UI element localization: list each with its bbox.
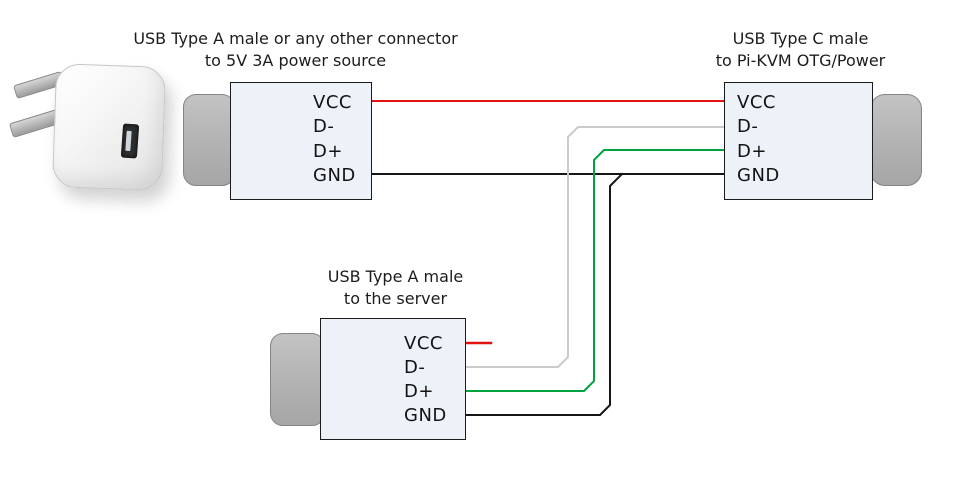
power-connector-title-line2: to 5V 3A power source bbox=[204, 51, 387, 70]
adapter-body bbox=[51, 63, 167, 191]
pin-label-vcc: VCC bbox=[404, 333, 443, 354]
pin-label-gnd: GND bbox=[737, 165, 780, 187]
pin-label-gnd: GND bbox=[404, 405, 447, 426]
pikvm-connector-plug bbox=[870, 94, 922, 186]
power-connector-title-line1: USB Type A male or any other connector bbox=[133, 29, 458, 48]
server-connector-title: USB Type A male to the server bbox=[293, 266, 498, 310]
pikvm-connector-title-line2: to Pi-KVM OTG/Power bbox=[715, 51, 886, 70]
usb-a-port-icon bbox=[120, 123, 140, 159]
pin-label-dminus: D- bbox=[404, 357, 426, 378]
pin-label-dplus: D+ bbox=[313, 140, 343, 162]
pin-label-dplus: D+ bbox=[737, 140, 767, 162]
pin-label-dplus: D+ bbox=[404, 381, 434, 402]
server-connector-title-line1: USB Type A male bbox=[327, 267, 464, 286]
server-connector-block: VCC D- D+ GND bbox=[320, 318, 466, 440]
pikvm-connector-title-line1: USB Type C male bbox=[732, 29, 869, 48]
pikvm-connector-title: USB Type C male to Pi-KVM OTG/Power bbox=[648, 28, 953, 72]
pin-label-gnd: GND bbox=[313, 165, 356, 187]
pikvm-connector-block: VCC D- D+ GND bbox=[724, 82, 873, 200]
server-connector-plug bbox=[270, 333, 325, 426]
wire-data-minus bbox=[465, 126, 725, 368]
server-connector-title-line2: to the server bbox=[343, 289, 448, 308]
power-connector-title: USB Type A male or any other connector t… bbox=[93, 28, 498, 72]
pin-label-vcc: VCC bbox=[313, 92, 352, 113]
pin-label-dminus: D- bbox=[737, 116, 759, 138]
power-connector-block: VCC D- D+ GND bbox=[230, 82, 372, 200]
wire-data-plus bbox=[465, 149, 725, 392]
usb-a-port-tongue bbox=[125, 130, 132, 152]
pin-label-dminus: D- bbox=[313, 116, 335, 138]
power-connector-plug bbox=[183, 94, 235, 186]
pin-label-vcc: VCC bbox=[737, 92, 776, 113]
usb-power-adapter-image bbox=[8, 52, 176, 204]
